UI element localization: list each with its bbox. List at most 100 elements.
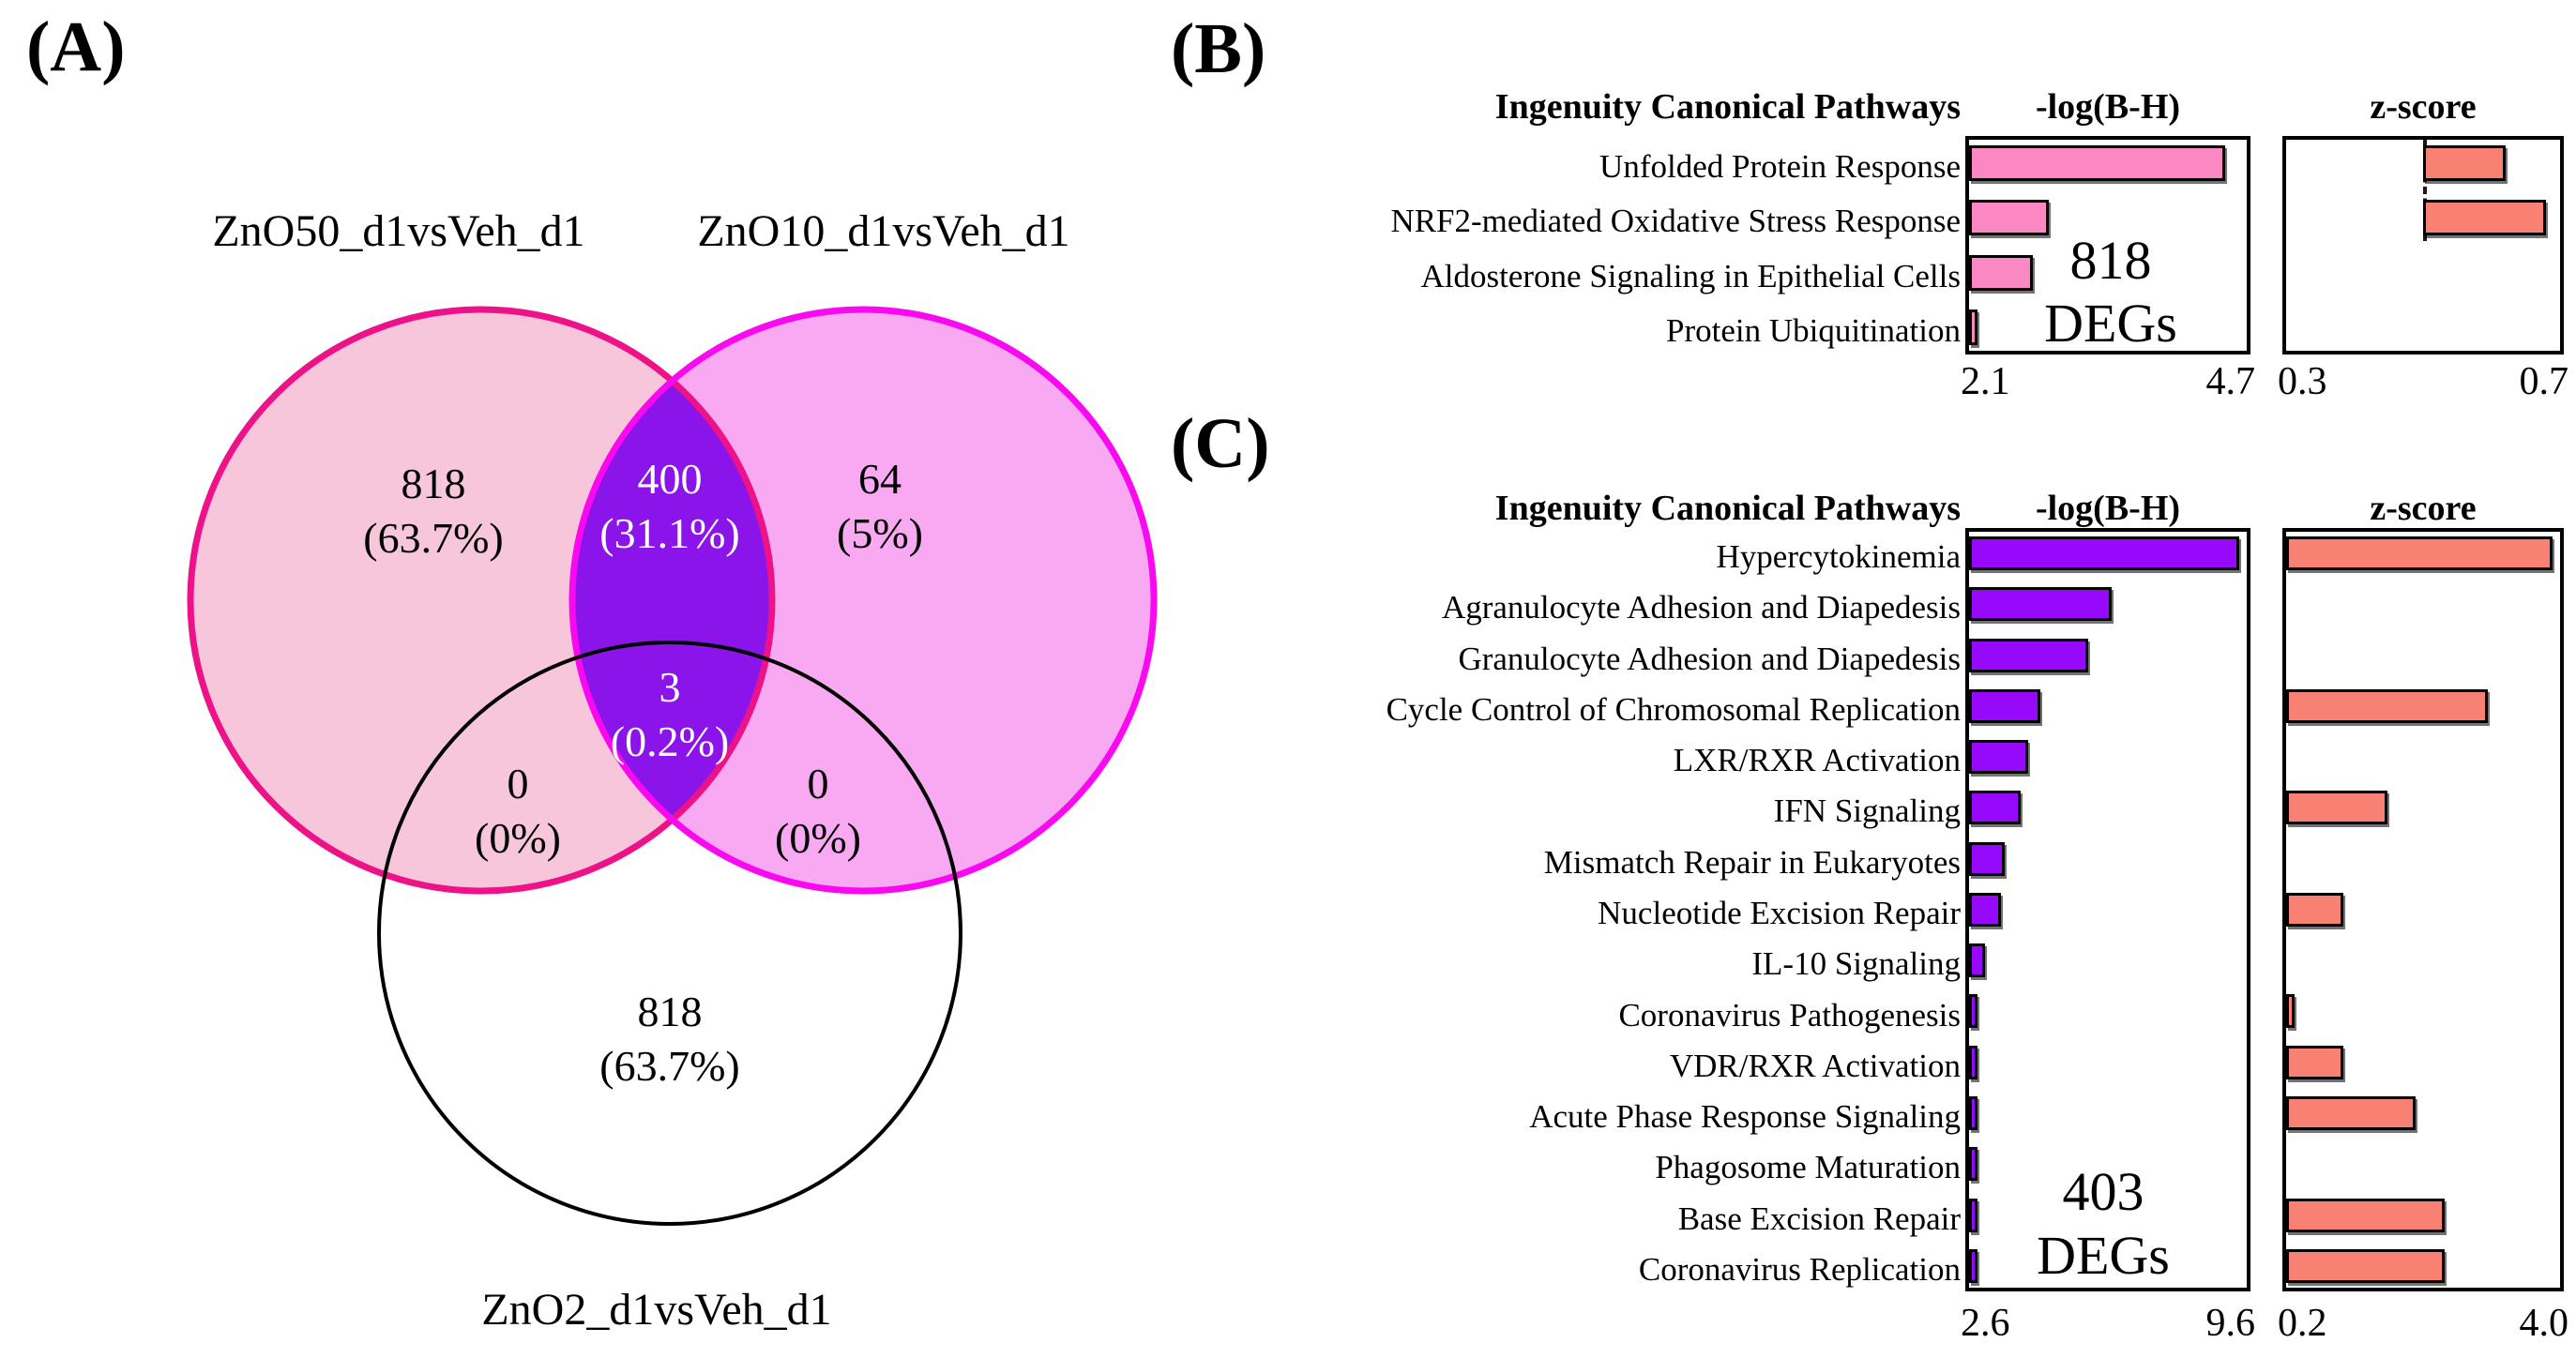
pathway-label: IL-10 Signaling: [1751, 945, 1961, 983]
panel-c-log-header: -log(B-H): [2035, 489, 2181, 528]
venn-overlap-lens: [572, 309, 772, 891]
-log(B-H)-bar: [1969, 1095, 1977, 1130]
axis-tick-min: 0.3: [2278, 360, 2327, 403]
venn-set-label-zno2: ZnO2_d1vsVeh_d1: [481, 1285, 831, 1335]
venn-pct-zno2: (63.7%): [599, 1042, 739, 1090]
-log(B-H)-bar: [1969, 309, 1977, 345]
panel-c-deg-unit: DEGs: [2037, 1225, 2170, 1286]
panel-b-deg-annotation: 818 DEGs: [1989, 229, 2233, 355]
pathway-label: Protein Ubiquitination: [1665, 311, 1961, 349]
pathway-label: Granulocyte Adhesion and Diapedesis: [1458, 640, 1961, 677]
pathway-label: Coronavirus Pathogenesis: [1618, 996, 1961, 1034]
panel-b-zscore-chart: [2282, 136, 2564, 355]
venn-count-zno50-zno10: 400: [638, 455, 703, 503]
venn-count-triple: 3: [659, 663, 681, 711]
panel-c-deg-count: 403: [2062, 1161, 2144, 1222]
venn-pct-zno50-zno2: (0%): [475, 814, 561, 862]
venn-count-zno10-zno2: 0: [808, 760, 829, 807]
venn-diagram: ZnO50_d1vsVeh_d1 ZnO10_d1vsVeh_d1 818 (6…: [187, 206, 1158, 1335]
venn-pct-zno10-only: (5%): [837, 509, 923, 557]
pathway-label: Coronavirus Replication: [1638, 1250, 1961, 1288]
pathway-label: Aldosterone Signaling in Epithelial Cell…: [1420, 257, 1961, 294]
-log(B-H)-bar: [1969, 536, 2239, 570]
venn-circle-zno50-outline: [187, 306, 776, 895]
pathway-label: Nucleotide Excision Repair: [1598, 894, 1961, 931]
pathway-label: Phagosome Maturation: [1655, 1149, 1961, 1186]
venn-pct-zno50-only: (63.7%): [363, 514, 503, 562]
pathway-label: NRF2-mediated Oxidative Stress Response: [1390, 203, 1961, 240]
panel-b-label: (B): [1171, 9, 1266, 88]
panel-b-log-chart: 818 DEGs: [1965, 136, 2250, 355]
z-score-bar: [2286, 994, 2295, 1029]
zscore-baseline-dashed-line: [2423, 140, 2427, 241]
panel-b-zscore-axis: 0.3 0.7: [2278, 362, 2568, 401]
panel-c-zscore-chart: [2282, 528, 2564, 1291]
venn-count-zno2: 818: [638, 988, 703, 1035]
panel-c-label: (C): [1171, 404, 1270, 483]
-log(B-H)-bar: [1969, 688, 2041, 723]
axis-tick-min: 2.6: [1961, 1302, 2010, 1345]
panel-c-deg-annotation: 403 DEGs: [1981, 1160, 2225, 1288]
-log(B-H)-bar: [1969, 587, 2113, 622]
panel-a-label: (A): [26, 8, 126, 86]
venn-set-label-zno50: ZnO50_d1vsVeh_d1: [212, 206, 584, 256]
z-score-bar: [2286, 791, 2387, 825]
pathway-label: Acute Phase Response Signaling: [1529, 1098, 1961, 1136]
z-score-bar: [2286, 688, 2489, 723]
panel-b-deg-count: 818: [2069, 230, 2152, 291]
-log(B-H)-bar: [1969, 994, 1977, 1029]
z-score-bar: [2286, 1095, 2417, 1130]
z-score-bar: [2423, 200, 2547, 236]
panel-b-pathways-header: Ingenuity Canonical Pathways: [1494, 87, 1961, 127]
-log(B-H)-bar: [1969, 254, 2034, 291]
-log(B-H)-bar: [1969, 1198, 1977, 1232]
pathway-label: LXR/RXR Activation: [1673, 742, 1961, 779]
axis-tick-min: 2.1: [1961, 360, 2010, 403]
panel-b-log-header: -log(B-H): [2035, 87, 2181, 127]
venn-pct-triple: (0.2%): [611, 717, 729, 765]
axis-tick-min: 0.2: [2278, 1302, 2327, 1345]
venn-circle-zno2-outline: [377, 641, 962, 1226]
pathway-label: VDR/RXR Activation: [1669, 1047, 1961, 1084]
-log(B-H)-bar: [1969, 200, 2050, 236]
panel-c-pathways-header: Ingenuity Canonical Pathways: [1494, 489, 1961, 528]
panel-b-zscore-header: z-score: [2370, 87, 2477, 127]
venn-count-zno10-only: 64: [858, 455, 902, 503]
z-score-bar: [2286, 1248, 2446, 1283]
z-score-bar: [2286, 536, 2553, 570]
pathway-label: Unfolded Protein Response: [1599, 148, 1961, 186]
axis-tick-max: 4.0: [2519, 1302, 2569, 1345]
panel-c-zscore-header: z-score: [2370, 489, 2477, 528]
venn-count-zno50-zno2: 0: [508, 760, 529, 807]
-log(B-H)-bar: [1969, 145, 2226, 181]
panel-b-log-axis: 2.1 4.7: [1961, 362, 2255, 401]
pathway-label: Base Excision Repair: [1677, 1200, 1961, 1237]
axis-tick-max: 0.7: [2519, 360, 2569, 403]
-log(B-H)-bar: [1969, 1248, 1977, 1283]
-log(B-H)-bar: [1969, 943, 1985, 978]
pathway-label: Mismatch Repair in Eukaryotes: [1543, 843, 1961, 881]
venn-pct-zno10-zno2: (0%): [775, 814, 861, 862]
venn-circle-zno10-outline: [568, 306, 1158, 895]
z-score-bar: [2286, 892, 2344, 927]
z-score-bar: [2286, 1198, 2446, 1232]
-log(B-H)-bar: [1969, 791, 2021, 825]
panel-c-log-chart: 403 DEGs: [1965, 528, 2250, 1291]
-log(B-H)-bar: [1969, 892, 2001, 927]
pathway-label: Agranulocyte Adhesion and Diapedesis: [1441, 589, 1961, 626]
venn-set-label-zno10: ZnO10_d1vsVeh_d1: [697, 206, 1069, 256]
pathway-label: Hypercytokinemia: [1716, 538, 1961, 576]
panel-b-deg-unit: DEGs: [2044, 293, 2177, 354]
z-score-bar: [2286, 1045, 2344, 1079]
pathway-label: Cycle Control of Chromosomal Replication: [1386, 690, 1961, 728]
-log(B-H)-bar: [1969, 638, 2088, 672]
-log(B-H)-bar: [1969, 1147, 1977, 1182]
axis-tick-max: 9.6: [2205, 1302, 2256, 1345]
-log(B-H)-bar: [1969, 1045, 1977, 1079]
axis-tick-max: 4.7: [2205, 360, 2256, 403]
venn-pct-zno50-zno10: (31.1%): [599, 509, 739, 557]
panel-c-log-axis: 2.6 9.6: [1961, 1304, 2255, 1343]
